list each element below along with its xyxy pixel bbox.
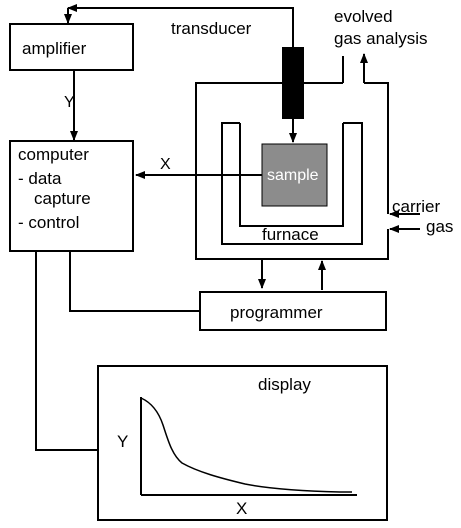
sample-box bbox=[261, 143, 328, 207]
computer-box bbox=[9, 140, 134, 252]
transducer-label: transducer bbox=[171, 19, 252, 38]
furnace-inner-wall bbox=[239, 123, 344, 227]
carrier-gas-label-1: carrier bbox=[392, 197, 441, 216]
vessel-outer-wall-right bbox=[364, 82, 389, 214]
plot-x-axis-label: X bbox=[236, 499, 247, 518]
computer-item-data: - data bbox=[18, 169, 62, 188]
furnace-outer-wall bbox=[221, 122, 363, 245]
plot-decay-curve bbox=[140, 397, 352, 493]
computer-item-control: - control bbox=[18, 213, 79, 232]
computer-to-programmer-line bbox=[69, 251, 200, 312]
programmer-box bbox=[199, 291, 387, 331]
programmer-label: programmer bbox=[230, 303, 323, 322]
evolved-gas-label-2: gas analysis bbox=[334, 29, 428, 48]
display-label: display bbox=[258, 375, 311, 394]
sample-label: sample bbox=[267, 167, 319, 184]
transducer-body bbox=[282, 47, 304, 119]
computer-item-capture: capture bbox=[34, 189, 91, 208]
amplifier-box bbox=[9, 23, 134, 71]
carrier-gas-label-2: gas bbox=[426, 217, 453, 236]
plot-y-axis-label: Y bbox=[117, 432, 128, 451]
y-signal-label: Y bbox=[64, 94, 75, 111]
vessel-outer-wall bbox=[195, 82, 389, 260]
furnace-label: furnace bbox=[262, 225, 319, 244]
computer-label: computer bbox=[18, 145, 89, 164]
computer-to-display-line bbox=[35, 251, 98, 451]
evolved-gas-label-1: evolved bbox=[334, 7, 393, 26]
x-signal-label: X bbox=[160, 156, 171, 173]
transducer-to-amplifier-line bbox=[67, 4, 294, 47]
amplifier-label: amplifier bbox=[22, 39, 87, 58]
